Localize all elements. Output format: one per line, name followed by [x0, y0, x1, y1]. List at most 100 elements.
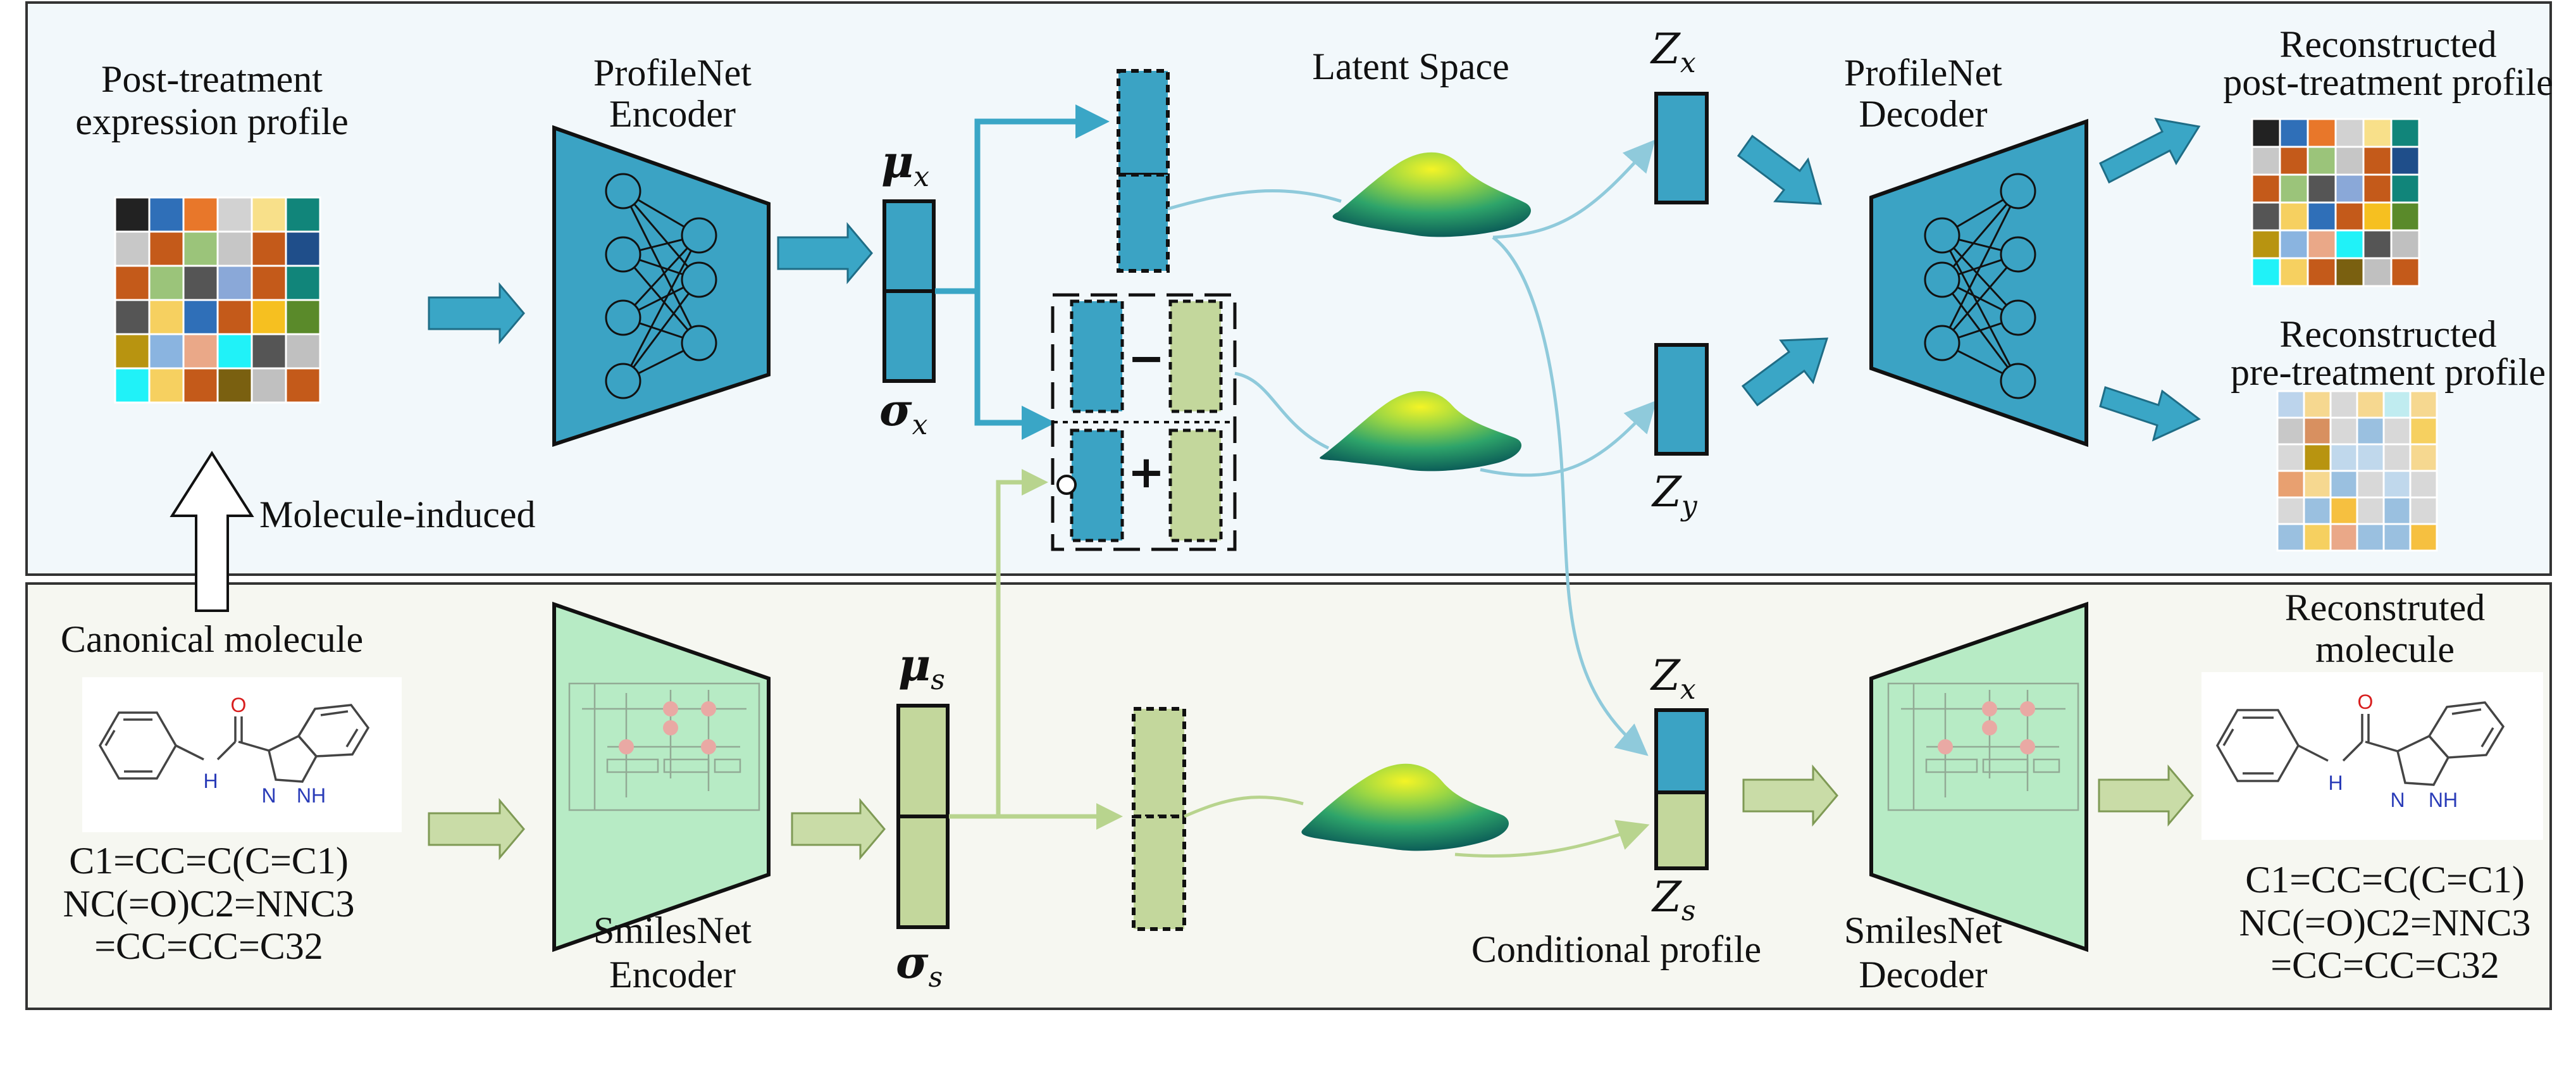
zy-vector [1654, 343, 1709, 456]
grid-cell [251, 196, 287, 233]
out-atom-nh-ring: NH [2429, 789, 2458, 811]
grid-cell [114, 265, 151, 301]
encoder-gate-dots [619, 701, 716, 754]
grid-cell [2382, 443, 2412, 472]
recon-pre-title-line2: pre-treatment profile [2231, 351, 2546, 393]
grid-cell [2334, 118, 2365, 148]
zx-bottom-symbol: Zx [1650, 651, 1696, 706]
grid-cell [2307, 201, 2337, 232]
grid-cell [2334, 173, 2365, 204]
grid-cell [251, 265, 287, 301]
mu-x-symbol: μx [881, 135, 929, 193]
grid-cell [251, 333, 287, 370]
post-treatment-profile-grid [114, 196, 321, 404]
grid-cell [2303, 496, 2332, 525]
grid-cell [182, 196, 219, 233]
grid-cell [216, 196, 253, 233]
grid-cell [148, 265, 185, 301]
grid-cell [2307, 229, 2337, 259]
grid-cell [2329, 496, 2358, 525]
smilesnet-decoder [1869, 601, 2088, 952]
grid-cell [2390, 201, 2420, 232]
sum-green-vector [1168, 428, 1223, 542]
profilenet-encoder [552, 125, 771, 447]
decoder-gate-dots [1938, 701, 2035, 754]
grid-cell [2279, 118, 2309, 148]
grid-cell [2276, 416, 2305, 446]
grid-cell [2307, 118, 2337, 148]
latent-hill-top [1332, 152, 1531, 237]
arrow-grid-to-encoder [428, 282, 525, 345]
arrow-encoder-to-mus [791, 797, 886, 861]
out-atom-nh: H [2328, 771, 2343, 794]
sum-input-node [1056, 475, 1077, 495]
grid-cell [2382, 470, 2412, 499]
grid-cell [2276, 390, 2305, 419]
grid-cell [2362, 257, 2393, 287]
grid-cell [114, 333, 151, 370]
atom-nh-ring: NH [297, 784, 326, 807]
musigma-branch-connector [935, 104, 1110, 440]
smiles-line2: NC(=O)C2=NNC3 [63, 883, 354, 925]
grid-cell [2409, 496, 2438, 525]
out-smiles-line1: C1=CC=C(C=C1) [2245, 859, 2525, 901]
grid-cell [2382, 390, 2412, 419]
arrow-conditional-to-decoder [1742, 764, 1838, 827]
grid-cell [285, 196, 321, 233]
sampled-zx-vector [1117, 69, 1170, 273]
smiles-line3: =CC=CC=C32 [94, 925, 323, 967]
decoder-circuit-icon [1887, 682, 2079, 811]
grid-cell [182, 230, 219, 267]
smilesnet-decoder-label-line2: Decoder [1859, 954, 1987, 996]
grid-cell [2303, 443, 2332, 472]
latent-hill-middle [1320, 390, 1521, 471]
grid-cell [114, 196, 151, 233]
grid-cell [2356, 470, 2385, 499]
molecule-induced-label: Molecule-induced [259, 494, 536, 535]
profilenet-decoder-label-line2: Decoder [1859, 93, 1987, 135]
grid-cell [2279, 146, 2309, 176]
grid-cell [216, 333, 253, 370]
grid-cell [182, 333, 219, 370]
latent-hill-bottom [1301, 763, 1509, 851]
minus-operator: − [1128, 332, 1165, 384]
grid-cell [285, 333, 321, 370]
zx-top-symbol: Zx [1650, 25, 1696, 79]
zs-symbol: Zs [1651, 873, 1695, 927]
grid-cell [2307, 173, 2337, 204]
grid-cell [2356, 496, 2385, 525]
grid-cell [114, 299, 151, 335]
smiles-line1: C1=CC=C(C=C1) [69, 840, 349, 882]
grid-cell [2279, 201, 2309, 232]
latent-flow-lines [1167, 139, 1657, 756]
arrow-decoder-to-molecule [2098, 764, 2194, 827]
grid-cell [2303, 416, 2332, 446]
mu-s-symbol: μs [898, 639, 945, 696]
grid-cell [2276, 443, 2305, 472]
grid-cell [2334, 201, 2365, 232]
sum-blue-vector [1070, 428, 1124, 542]
latent-space-label: Latent Space [1312, 46, 1509, 87]
grid-cell [2307, 146, 2337, 176]
grid-cell [2334, 146, 2365, 176]
grid-cell [114, 367, 151, 404]
atom-oxygen: O [231, 694, 247, 716]
grid-cell [216, 230, 253, 267]
grid-cell [2276, 470, 2305, 499]
recon-pre-title-line1: Reconstructed [2279, 313, 2496, 355]
grid-cell [251, 299, 287, 335]
out-atom-oxygen: O [2358, 690, 2374, 713]
grid-cell [2329, 523, 2358, 552]
diff-blue-vector [1070, 299, 1124, 413]
atom-n: N [261, 784, 276, 807]
grid-cell [2329, 443, 2358, 472]
grid-cell [148, 333, 185, 370]
grid-cell [2362, 229, 2393, 259]
grid-cell [182, 265, 219, 301]
grid-cell [2251, 201, 2281, 232]
arrows-into-decoder [1737, 134, 1829, 407]
grid-cell [2390, 173, 2420, 204]
grid-cell [2356, 416, 2385, 446]
input-title-line2: expression profile [75, 101, 349, 142]
sigma-x-symbol: σx [879, 384, 928, 441]
